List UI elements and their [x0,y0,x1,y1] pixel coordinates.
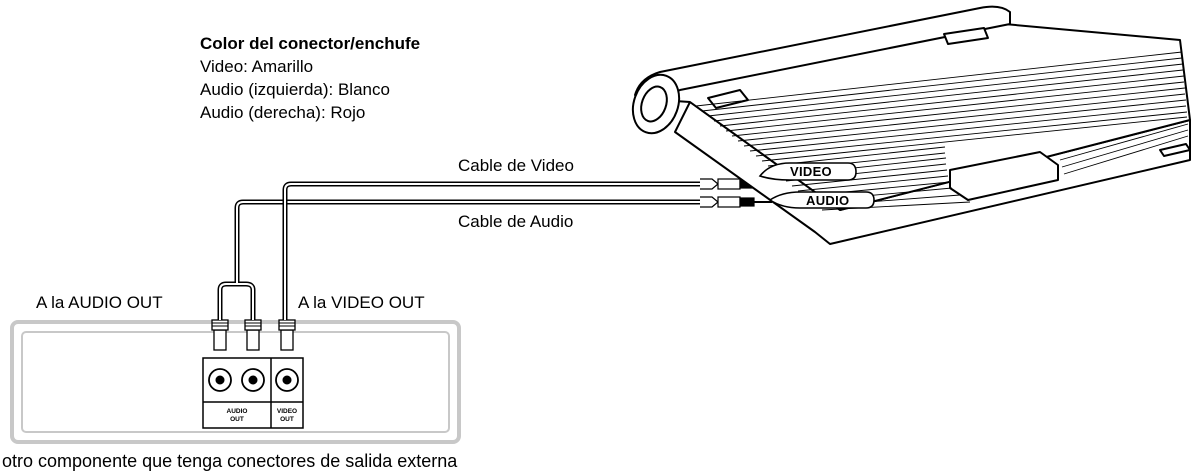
jack-tags [758,162,875,209]
external-component [10,320,461,444]
audio-cable-label: Cable de Audio [458,212,574,231]
legend-title: Color del conector/enchufe [200,34,421,53]
video-cable-label: Cable de Video [458,156,574,175]
audio-left-jack [208,368,232,392]
video-jack [275,368,299,392]
connector-color-legend: Color del conector/enchufe Video: Amaril… [200,32,420,124]
output-panel [202,357,304,429]
legend-line-audio-right: Audio (derecha): Rojo [200,103,366,122]
caption: otro componente que tenga conectores de … [2,451,458,471]
audio-out-label: A la AUDIO OUT [36,293,163,312]
plug-grips [212,322,295,327]
lid-ridges [695,51,1189,211]
legend-line-video: Video: Amarillo [200,57,314,76]
audio-right-jack [241,368,265,392]
video-jack-tag: VIDEO [790,164,832,179]
audio-plugs [211,319,262,351]
video-plug [278,319,296,351]
legend-line-audio-left: Audio (izquierda): Blanco [200,80,390,99]
video-out-label: A la VIDEO OUT [298,293,425,312]
audio-jack-tag: AUDIO [806,193,850,208]
audio-cable-core [219,201,700,320]
video-cable-core [284,183,700,320]
player-plugs [700,178,772,208]
